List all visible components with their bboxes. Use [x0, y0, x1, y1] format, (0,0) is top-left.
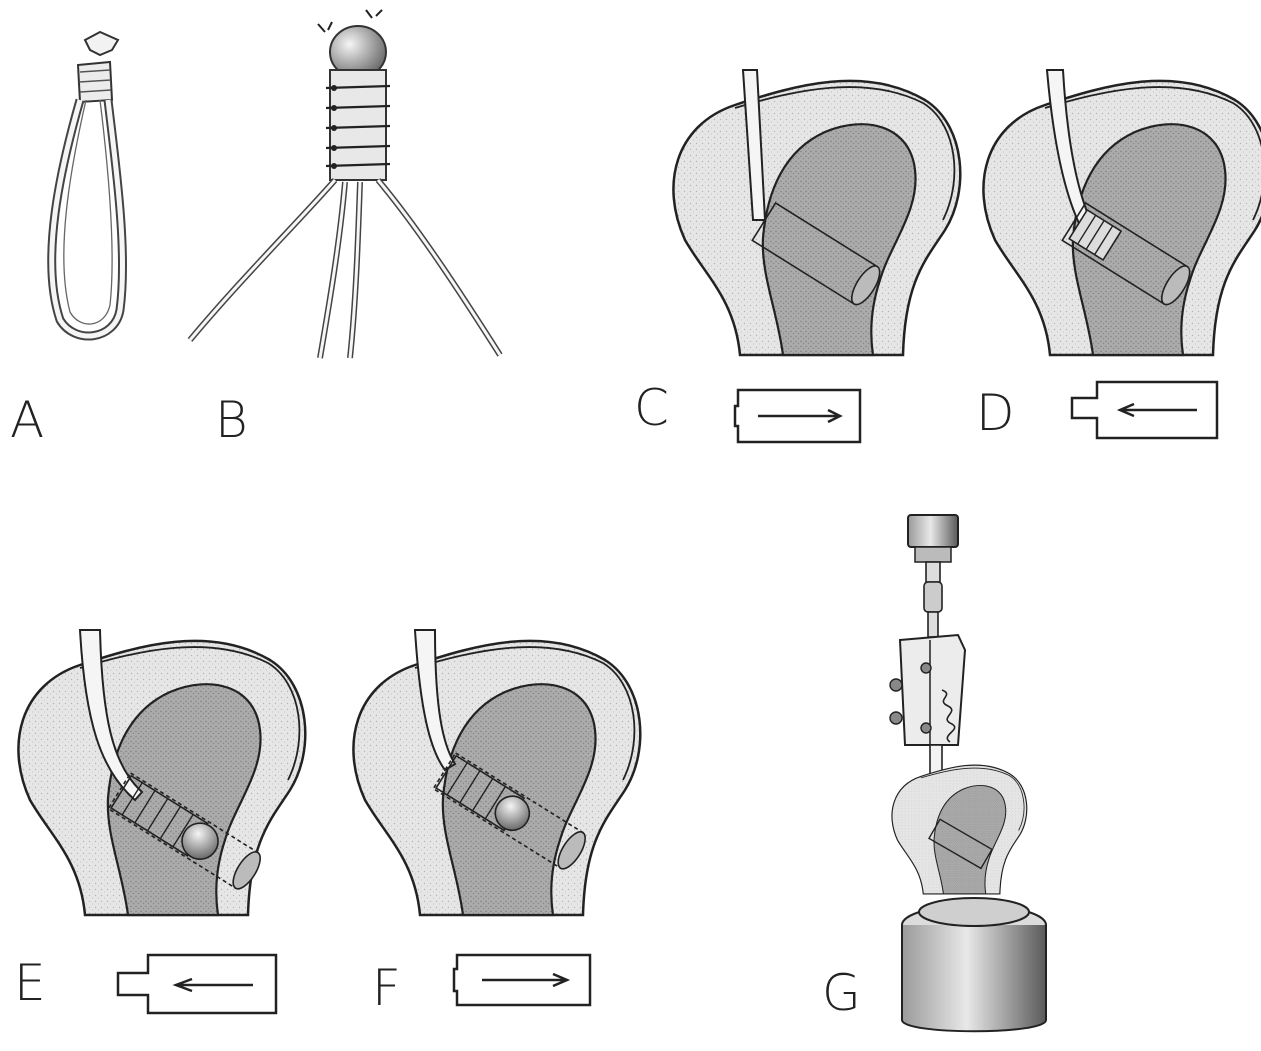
panel-label-b: B [215, 395, 248, 445]
panel-label-c: C [634, 383, 669, 433]
panel-c-humeral-section [673, 70, 960, 355]
panel-label-d: D [976, 388, 1015, 438]
direction-indicator-d [1072, 382, 1217, 438]
panel-label-f: F [372, 963, 401, 1013]
panel-label-e: E [14, 958, 46, 1008]
panel-f-humeral-section [353, 630, 640, 915]
panel-e-humeral-section [18, 630, 305, 915]
panel-d-humeral-section [983, 70, 1261, 355]
direction-indicator-c [735, 390, 860, 442]
direction-indicator-e [118, 955, 276, 1013]
panel-label-a: A [10, 395, 44, 445]
direction-indicator-f [454, 955, 590, 1005]
panel-b-sutured-graft [190, 10, 500, 358]
panel-label-g: G [822, 968, 861, 1018]
panel-a-graft-loop [52, 32, 123, 336]
panel-g-test-fixture [890, 515, 1046, 1031]
